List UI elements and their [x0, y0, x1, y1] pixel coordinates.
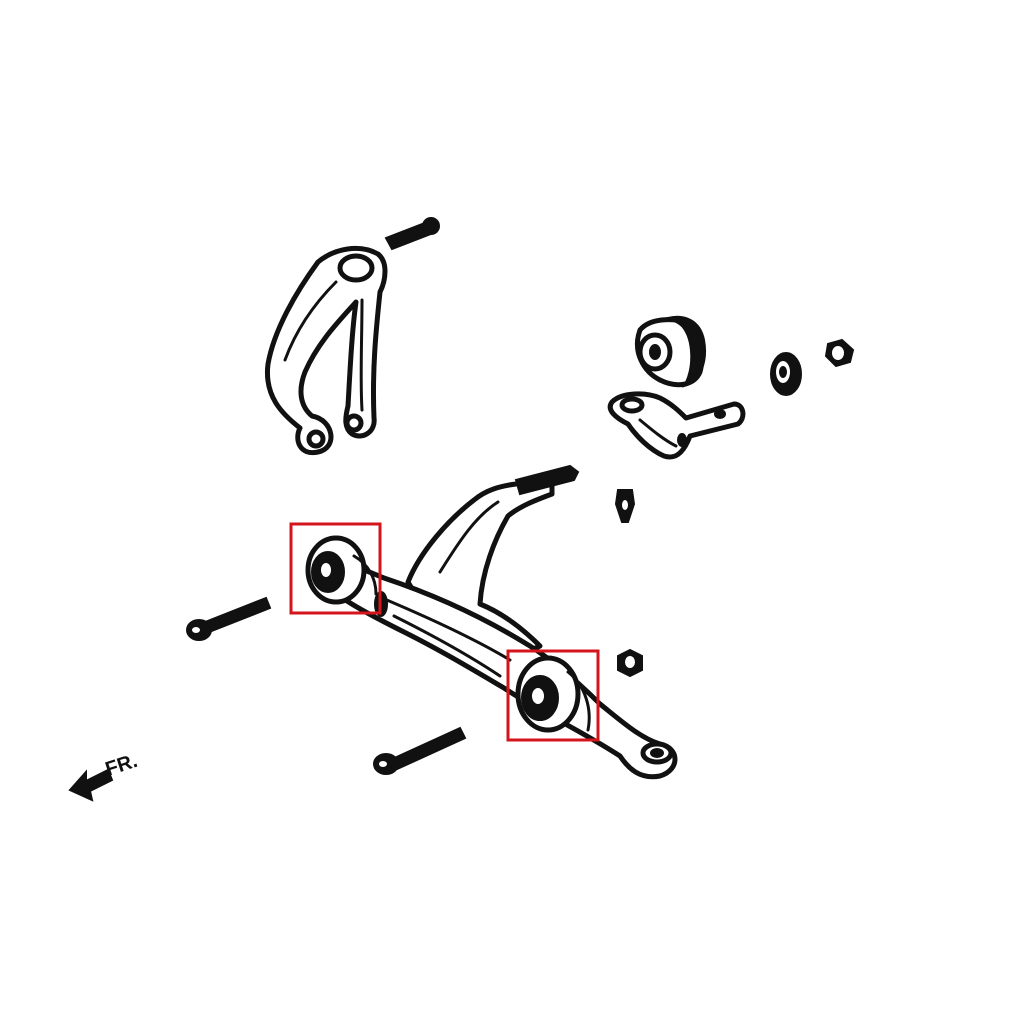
upper-arm-bolt — [384, 217, 440, 251]
rear-bushing-highlight — [506, 649, 600, 742]
bracket-bolt — [614, 489, 636, 523]
small-nut — [617, 648, 643, 678]
rear-bushing — [515, 655, 591, 733]
compliance-bracket — [607, 391, 746, 460]
front-bushing — [305, 535, 378, 605]
nut — [824, 338, 855, 368]
compliance-bushing — [634, 315, 706, 388]
front-bushing-highlight — [289, 522, 382, 615]
front-mount-bolt — [186, 596, 272, 641]
direction-label: FR. — [103, 750, 140, 781]
forward-arrow-icon — [68, 768, 114, 802]
rear-mount-bolt — [373, 726, 467, 775]
upper-control-arm — [264, 246, 388, 456]
washer — [770, 352, 802, 396]
